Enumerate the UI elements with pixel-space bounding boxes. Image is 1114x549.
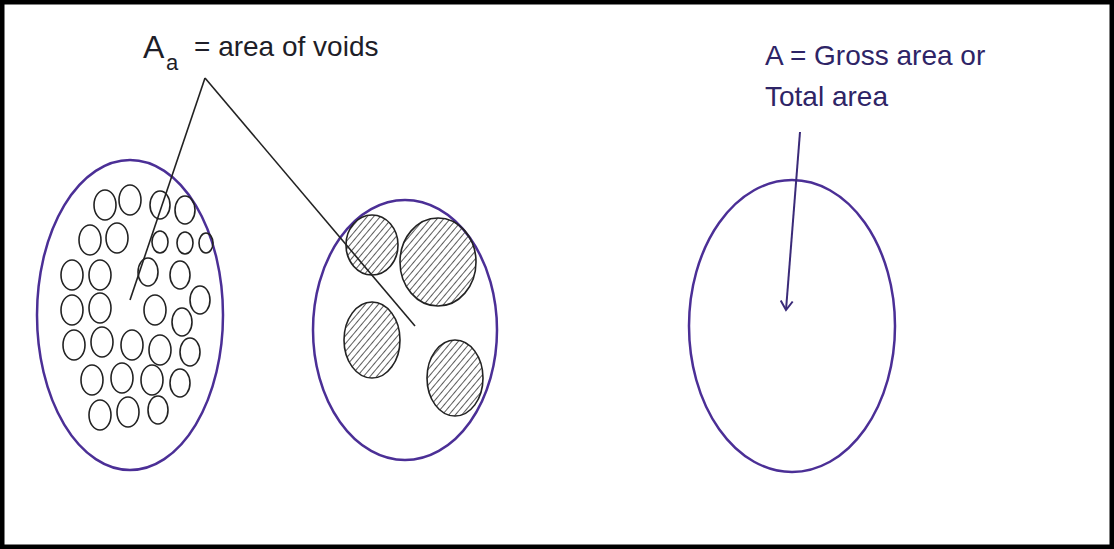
section-outline: [37, 160, 223, 470]
leader-line: [130, 78, 205, 300]
leader-line: [205, 78, 415, 326]
subscript-label: a: [166, 50, 178, 76]
annotation-label: = area of voids: [194, 30, 378, 64]
pointer-arrow: [786, 132, 800, 310]
small-voids: [61, 185, 213, 430]
large-voids: [344, 215, 483, 416]
annotation-label: A: [143, 28, 164, 66]
annotation-label: A = Gross area or Total area: [765, 36, 993, 117]
